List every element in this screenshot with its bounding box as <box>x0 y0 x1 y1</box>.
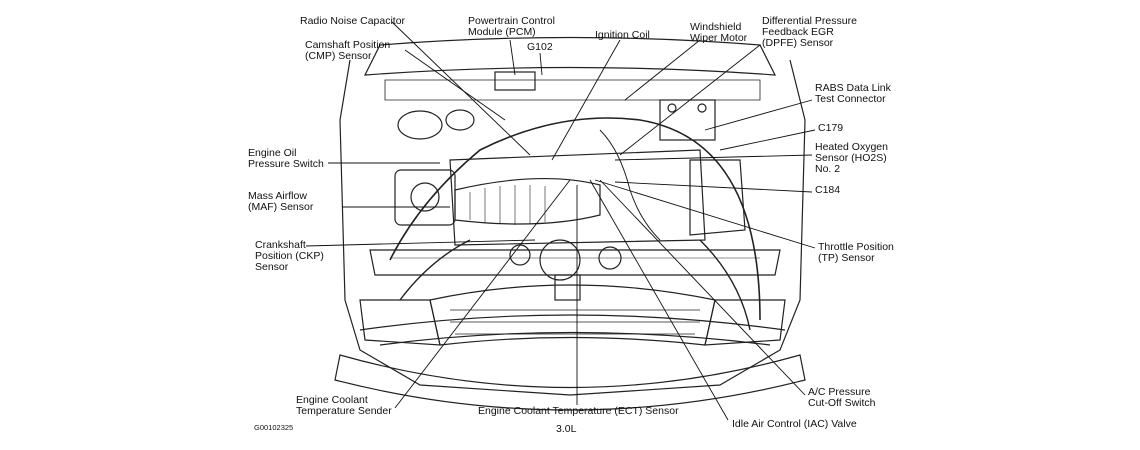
engine-displacement: 3.0L <box>556 423 577 435</box>
label-c179: C179 <box>818 122 844 134</box>
label-ckp-sensor: Crankshaft Position (CKP) Sensor <box>255 239 324 273</box>
label-pcm: Powertrain Control Module (PCM) <box>468 15 555 38</box>
label-ect-sensor: Engine Coolant Temperature (ECT) Sensor <box>478 405 679 417</box>
label-cmp-sensor: Camshaft Position (CMP) Sensor <box>305 39 391 62</box>
label-windshield-wiper-motor: Windshield Wiper Motor <box>690 21 748 44</box>
label-oil-pressure-switch: Engine Oil Pressure Switch <box>248 147 324 170</box>
label-radio-noise-capacitor: Radio Noise Capacitor <box>300 15 406 27</box>
label-g102: G102 <box>527 41 553 53</box>
label-coolant-temp-sender: Engine Coolant Temperature Sender <box>296 394 392 417</box>
label-ac-pressure-switch: A/C Pressure Cut-Off Switch <box>808 386 876 409</box>
engine-bay-illustration <box>334 36 806 411</box>
label-rabs-connector: RABS Data Link Test Connector <box>815 82 891 105</box>
label-ho2s: Heated Oxygen Sensor (HO2S) No. 2 <box>815 141 888 175</box>
label-dpfe-sensor: Differential Pressure Feedback EGR (DPFE… <box>762 15 857 49</box>
leader-lines <box>305 21 816 421</box>
label-tp-sensor: Throttle Position (TP) Sensor <box>818 241 894 264</box>
figure-id: G00102325 <box>254 423 294 432</box>
label-c184: C184 <box>815 184 841 196</box>
label-ignition-coil: Ignition Coil <box>595 29 650 41</box>
label-maf-sensor: Mass Airflow (MAF) Sensor <box>248 190 314 213</box>
label-iac-valve: Idle Air Control (IAC) Valve <box>732 418 857 430</box>
